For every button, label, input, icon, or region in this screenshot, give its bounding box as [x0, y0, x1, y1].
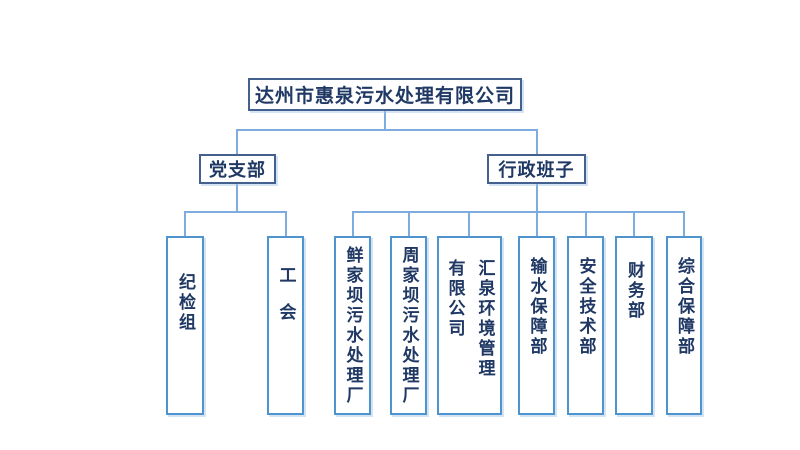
party-branch-label: 党支部 — [209, 160, 266, 180]
connector-line — [468, 211, 470, 236]
company-root-label: 达州市惠泉污水处理有限公司 — [254, 86, 515, 107]
org-node-finance-dept: 财务部 — [615, 236, 653, 415]
org-node-admin-team: 行政班子 — [487, 154, 586, 184]
connector-line — [184, 211, 186, 236]
safety-technology-dept-label: 安全技术部 — [576, 256, 596, 357]
org-node-safety-technology-dept: 安全技术部 — [567, 236, 604, 415]
org-node-zhoujiaba-sewage-plant: 周家坝污水处理厂 — [390, 236, 427, 415]
org-node-xianjiaba-sewage-plant: 鲜家坝污水处理厂 — [334, 236, 371, 415]
connector-line — [536, 211, 538, 236]
water-transmission-support-dept-label: 输水保障部 — [527, 256, 547, 357]
comprehensive-support-dept-label: 综合保障部 — [675, 256, 694, 357]
finance-dept-label: 财务部 — [625, 260, 644, 321]
connector-line — [536, 129, 538, 154]
connector-line — [683, 211, 685, 236]
connector-line — [236, 184, 238, 211]
org-node-discipline-inspection-group: 纪检组 — [166, 236, 204, 415]
org-node-comprehensive-support-dept: 综合保障部 — [666, 236, 702, 415]
org-node-company-root: 达州市惠泉污水处理有限公司 — [248, 78, 522, 111]
admin-team-label: 行政班子 — [498, 160, 575, 180]
connector-line — [633, 211, 635, 236]
connector-line — [285, 211, 287, 236]
zhoujiaba-sewage-plant-label: 周家坝污水处理厂 — [399, 245, 419, 406]
xianjiaba-sewage-plant-label: 鲜家坝污水处理厂 — [343, 245, 363, 406]
discipline-inspection-group-label: 纪检组 — [176, 272, 195, 333]
connector-line — [408, 211, 410, 236]
org-node-water-transmission-support-dept: 输水保障部 — [518, 236, 555, 415]
connector-line — [585, 211, 587, 236]
org-node-party-branch: 党支部 — [199, 154, 276, 184]
connector-line — [536, 184, 538, 211]
connector-line — [184, 211, 287, 213]
org-node-huiquan-environment-company: 汇泉环境管理 有限公司 — [437, 236, 502, 415]
org-node-labor-union: 工会 — [267, 236, 304, 415]
huiquan-environment-company-label: 汇泉环境管理 有限公司 — [445, 258, 495, 379]
connector-line — [384, 110, 386, 129]
connector-line — [236, 129, 538, 131]
connector-line — [352, 211, 354, 236]
connector-line — [236, 129, 238, 154]
labor-union-label: 工会 — [276, 265, 296, 340]
connector-line — [352, 211, 685, 213]
